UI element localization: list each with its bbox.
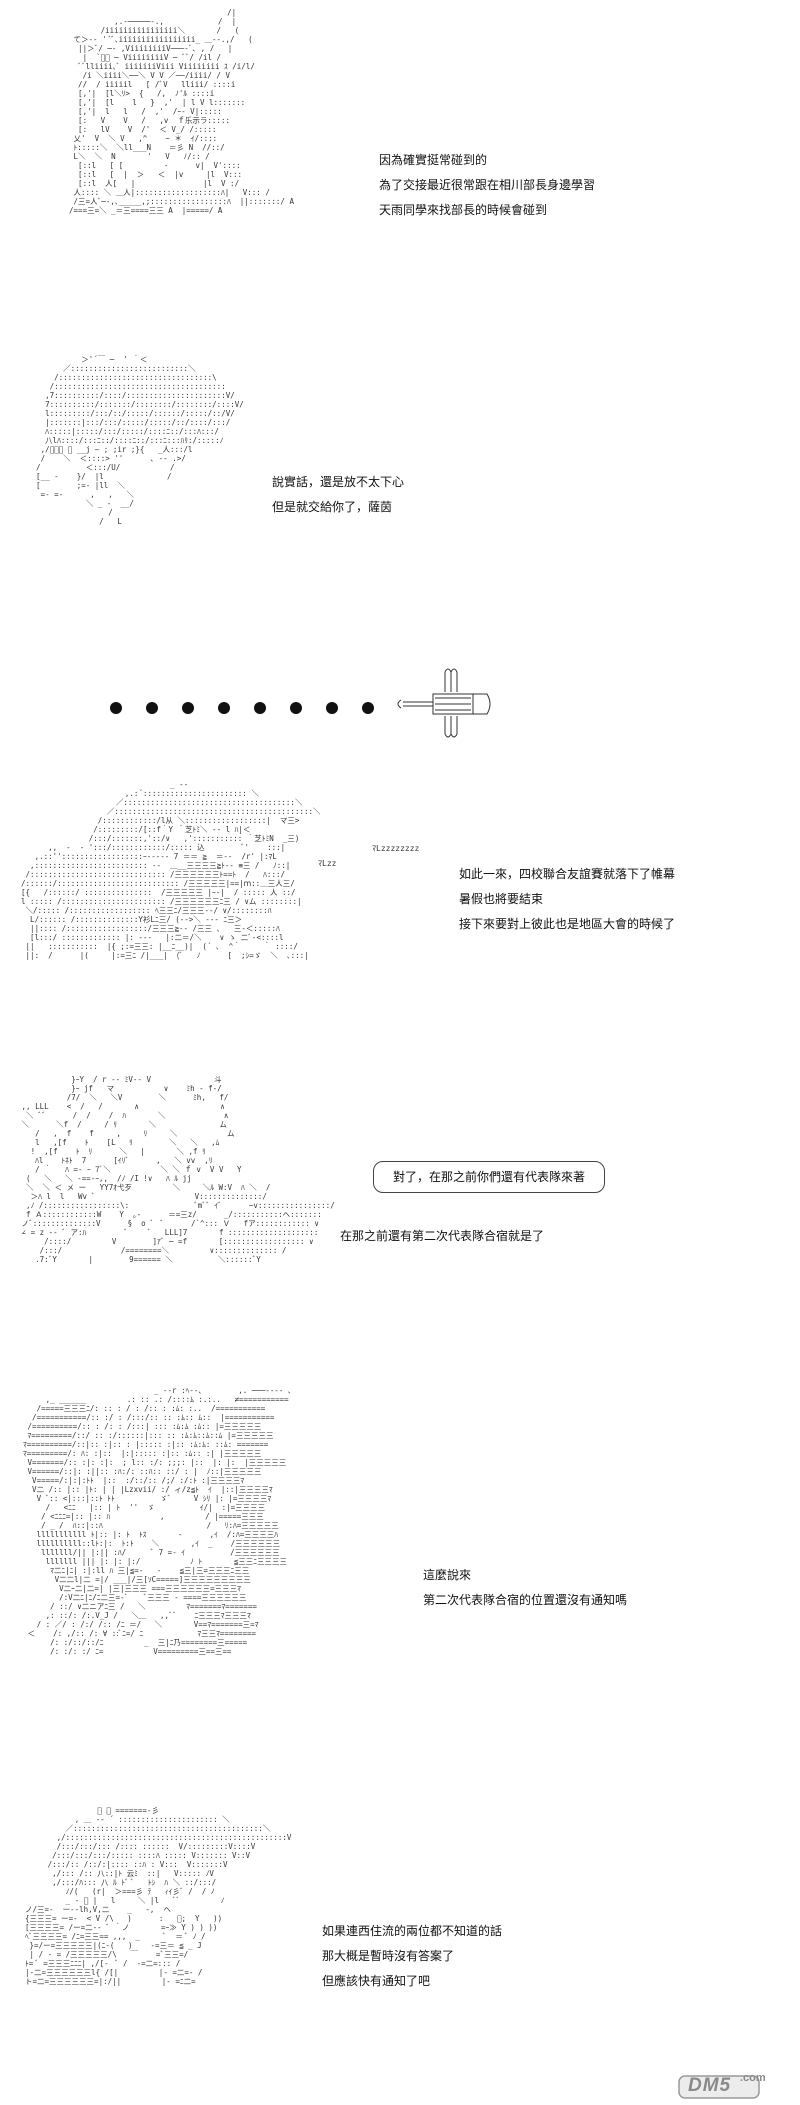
narration-line: 這麼說來 <box>423 1568 472 1582</box>
dot <box>110 702 122 714</box>
dot <box>254 702 266 714</box>
narration-line: 第二次代表隊合宿的位置還沒有通知嗎 <box>423 1593 628 1607</box>
ellipsis-dots <box>108 696 378 726</box>
narration-line: 暑假也將要結束 <box>459 892 544 906</box>
dot <box>146 702 158 714</box>
ascii-art-panel-7: ﾞ ー =======-彡 , ＿ -- ´ :::::::::::::::::… <box>25 1806 292 1986</box>
narration-line: 如此一來，四校聯合友誼賽就落下了帷幕 <box>459 867 676 881</box>
dash-arrow-icon <box>397 668 491 738</box>
narration-line: 接下來要對上彼此也是地區大會的時候了 <box>459 917 676 931</box>
speech-bubble-text: 對了，在那之前你們還有代表隊來著 <box>392 1170 585 1184</box>
logo-text: DM5 <box>688 2075 732 2096</box>
ascii-art-panel-6: _ -‐r :ﾍ-‐､ ,. ───‐‐‐‐ ､ ,_ ______ .: ::… <box>23 1386 292 1656</box>
narration-line: 那大概是暫時沒有答案了 <box>322 1949 455 1963</box>
narration-line: 在那之前還有第二次代表隊合宿就是了 <box>340 1229 545 1243</box>
logo-suffix: .com <box>740 2072 766 2084</box>
narration-line: 但應該快有通知了吧 <box>322 1974 431 1988</box>
narration-line: 天雨同學來找部長的時候會碰到 <box>379 203 548 217</box>
speech-bubble: 對了，在那之前你們還有代表隊來著 <box>373 1161 605 1193</box>
dot <box>362 702 374 714</box>
sfx-text: ﾏLzzzzzzzz <box>372 844 420 853</box>
ascii-art-panel-2: ＞'´￣ ─ ' ｀＜ ／::::::::::::::::::::::::::＼… <box>36 355 244 526</box>
sfx-text: ﾏLzz <box>318 859 337 868</box>
dot <box>290 702 302 714</box>
dm5-logo-icon <box>678 2075 760 2099</box>
narration-line: 但是就交給你了，薩茵 <box>272 500 393 514</box>
site-logo: DM5 .com <box>678 2072 788 2100</box>
narration-line: 說實話，還是放不太下心 <box>272 475 405 489</box>
ascii-art-panel-4: _ -‐ ,.:´::::::::::::::::::::::: ＼ ／::::… <box>21 780 321 960</box>
dot <box>218 702 230 714</box>
ascii-art-panel-5: }ｰY / r -- ﾐV-- V 斗 }ｰ jf マ ∨ ﾐh ‐ f‐/ /… <box>21 1075 335 1264</box>
narration-line: 如果連西住流的兩位都不知道的話 <box>322 1924 503 1938</box>
narration-line: 因為確實挺常碰到的 <box>379 153 488 167</box>
ascii-art-panel-1: /| ,.-─────-., / | /iiiiiiiiiiiiiiii＼ / … <box>69 8 294 215</box>
dot <box>326 702 338 714</box>
dot <box>182 702 194 714</box>
narration-line: 為了交接最近很常跟在相川部長身邊學習 <box>379 178 596 192</box>
